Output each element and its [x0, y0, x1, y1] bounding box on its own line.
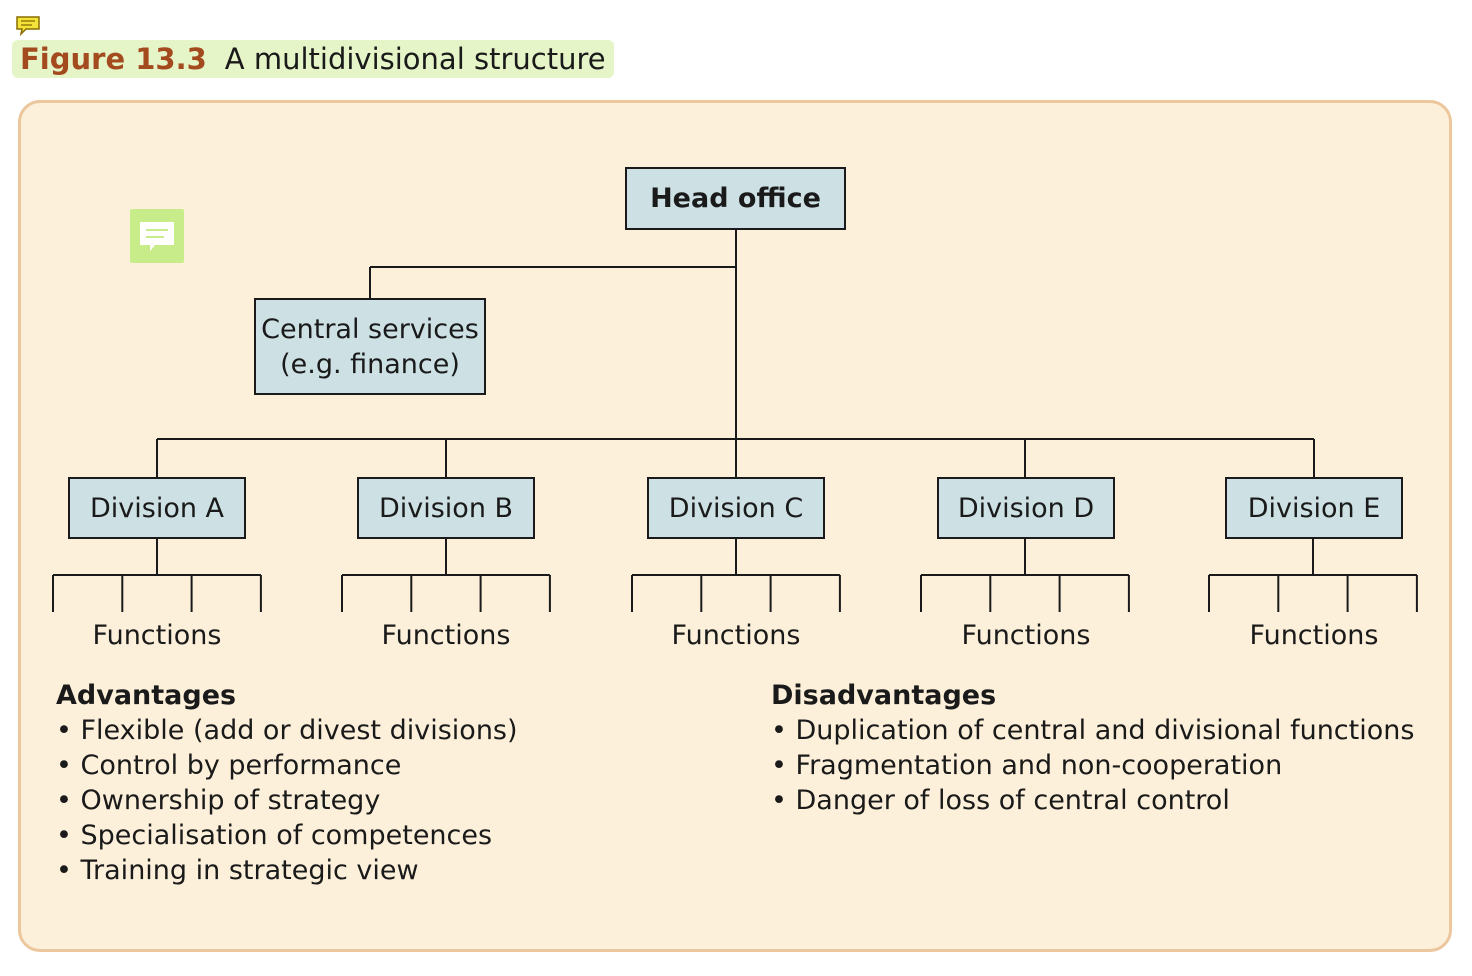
advantage-item: Training in strategic view: [56, 853, 518, 888]
functions-label-a: Functions: [92, 620, 222, 651]
disadvantage-item: Duplication of central and divisional fu…: [771, 713, 1415, 748]
disadvantage-item: Fragmentation and non-cooperation: [771, 748, 1414, 783]
advantage-item: Ownership of strategy: [56, 783, 518, 818]
disadvantages-heading: Disadvantages: [771, 680, 997, 711]
central-services-example: (e.g. finance): [280, 348, 460, 380]
head-office-box: Head office: [625, 167, 846, 230]
disadvantage-item: Danger of loss of central control: [771, 783, 1414, 818]
division-b-label: Division B: [378, 492, 514, 524]
figure-title: A multidivisional structure: [224, 42, 606, 76]
advantages-section: Advantages Flexible (add or divest divis…: [56, 678, 518, 888]
disadvantages-list: Duplication of central and divisional fu…: [771, 713, 1415, 818]
functions-label-c: Functions: [671, 620, 801, 651]
division-a-box: Division A: [68, 477, 246, 539]
head-office-label: Head office: [650, 183, 821, 214]
division-e-box: Division E: [1225, 477, 1403, 539]
advantage-item: Specialisation of competences: [56, 818, 518, 853]
division-e-label: Division E: [1247, 492, 1381, 524]
central-services-label: Central services: [261, 313, 479, 345]
division-a-label: Division A: [89, 492, 225, 524]
division-d-box: Division D: [937, 477, 1115, 539]
division-d-label: Division D: [957, 492, 1095, 524]
advantages-heading: Advantages: [56, 680, 237, 711]
disadvantages-section: Disadvantages Duplication of central and…: [771, 678, 1414, 818]
functions-label-d: Functions: [961, 620, 1091, 651]
comment-icon[interactable]: [130, 209, 184, 263]
functions-label-b: Functions: [381, 620, 511, 651]
division-b-box: Division B: [357, 477, 535, 539]
division-c-label: Division C: [668, 492, 804, 524]
advantage-item: Flexible (add or divest divisions): [56, 713, 518, 748]
comment-icon[interactable]: [16, 16, 40, 36]
figure-label: Figure 13.3: [20, 42, 207, 76]
functions-label-e: Functions: [1249, 620, 1379, 651]
central-services-box: Central services (e.g. finance): [254, 298, 486, 395]
advantage-item: Control by performance: [56, 748, 518, 783]
division-c-box: Division C: [647, 477, 825, 539]
advantages-list: Flexible (add or divest divisions) Contr…: [56, 713, 518, 888]
figure-caption: Figure 13.3 A multidivisional structure: [12, 40, 614, 78]
